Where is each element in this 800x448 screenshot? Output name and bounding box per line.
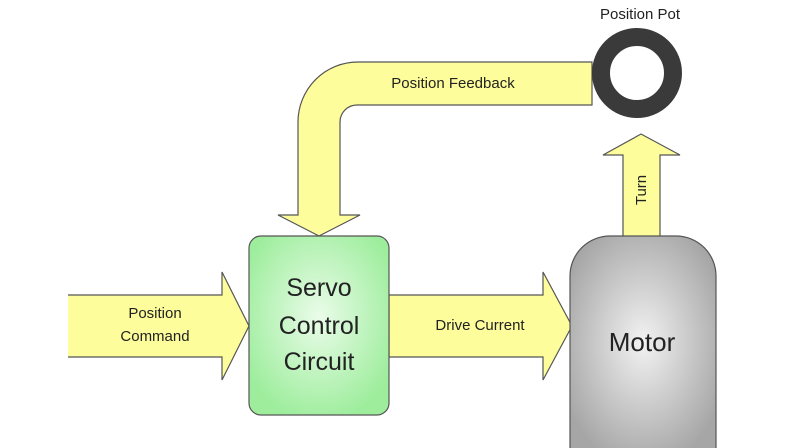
servo-label-2: Control — [279, 312, 360, 340]
motor-box — [569, 235, 717, 448]
motor-body — [570, 236, 716, 448]
position-command-arrow — [68, 271, 250, 381]
position-feedback-label: Position Feedback — [391, 75, 515, 92]
servo-label-3: Circuit — [284, 348, 355, 376]
turn-label: Turn — [633, 175, 650, 205]
servo-control-circuit-box — [248, 235, 390, 416]
position-pot-label: Position Pot — [600, 6, 681, 23]
motor-label: Motor — [609, 327, 676, 357]
position-command-label-2: Command — [120, 328, 189, 345]
position-pot-icon — [592, 28, 682, 118]
turn-arrow — [602, 133, 681, 239]
position-feedback-arrow — [277, 61, 593, 237]
motor-outline — [569, 235, 717, 448]
drive-current-arrow — [388, 271, 573, 381]
servo-label-1: Servo — [286, 274, 351, 302]
position-command-label-1: Position — [128, 305, 181, 322]
drive-current-label: Drive Current — [435, 317, 525, 334]
